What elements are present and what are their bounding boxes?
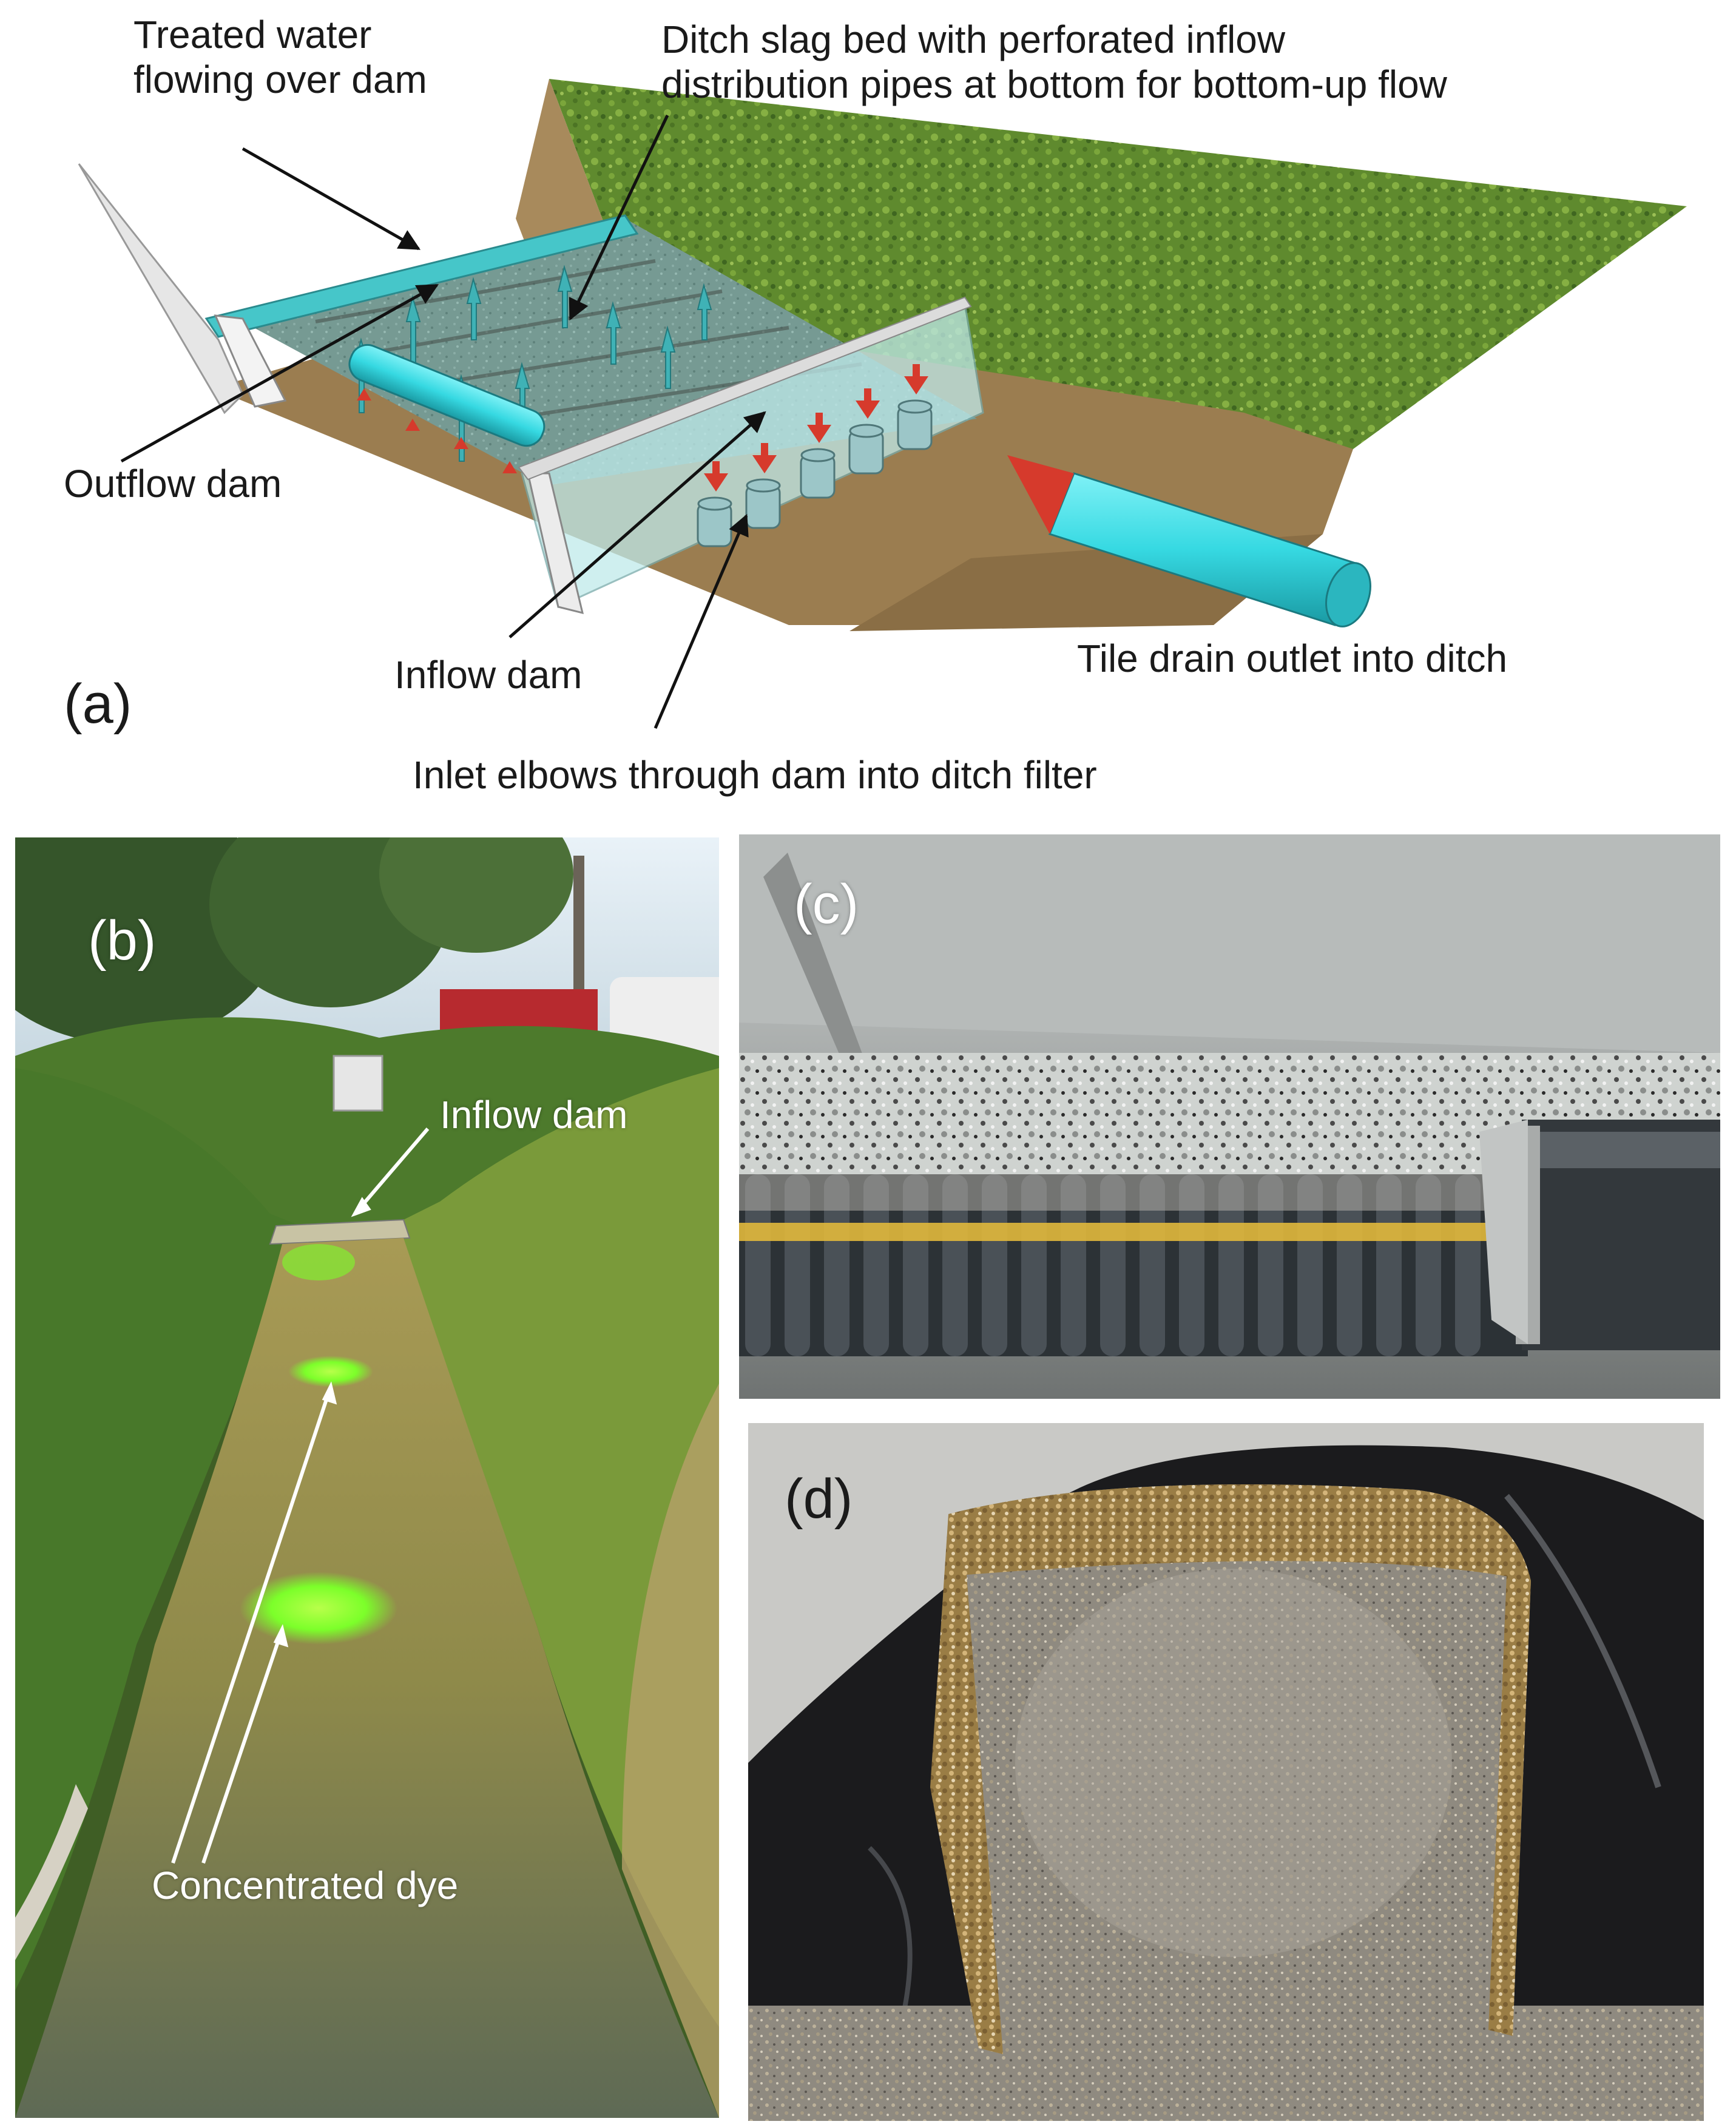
- pipe-ridges: [745, 1174, 1481, 1356]
- label-treated-water-line2: flowing over dam: [133, 58, 427, 101]
- ditch-field-photo: [15, 837, 719, 2118]
- tile-drain-pipe: [1007, 455, 1371, 627]
- grass-slope: [549, 79, 1687, 449]
- label-inflow-dam: Inflow dam: [394, 653, 583, 697]
- inflow-dam-photo: [269, 1219, 411, 1245]
- panel-b-letter: (b): [88, 910, 157, 972]
- label-tile-drain: Tile drain outlet into ditch: [1077, 637, 1508, 680]
- panel-c-photo: (c): [739, 834, 1720, 1399]
- slag-block-photo: [748, 1423, 1704, 2121]
- slag-pipe-photo: [739, 834, 1720, 1399]
- label-outflow-dam: Outflow dam: [64, 462, 282, 506]
- label-ditch-slag-bed: Ditch slag bed with perforated inflow di…: [661, 17, 1447, 107]
- panel-b-photo: (b) Inflow dam Concentrated dye: [15, 837, 719, 2118]
- ditch-filter-diagram: [78, 79, 1687, 729]
- label-concentrated-dye: Concentrated dye: [152, 1864, 459, 1907]
- ditch-water: [15, 1238, 719, 2118]
- panel-d-photo: (d): [748, 1423, 1704, 2121]
- inlet-elbows: [697, 399, 933, 547]
- panel-a-diagram: Treated water flowing over dam Ditch sla…: [0, 0, 1736, 807]
- dye-spot-far: [288, 1356, 373, 1387]
- label-ditch-slag-line1: Ditch slag bed with perforated inflow: [661, 18, 1286, 61]
- distribution-pipe: [348, 343, 545, 447]
- outflow-dam: [204, 214, 639, 338]
- upflow-arrows: [354, 265, 712, 462]
- panel-c-letter: (c): [794, 873, 859, 935]
- label-treated-water: Treated water flowing over dam: [133, 12, 427, 102]
- dye-spot-near: [240, 1572, 397, 1645]
- yellow-stripe: [739, 1223, 1528, 1241]
- label-inlet-elbows: Inlet elbows through dam into ditch filt…: [413, 753, 1097, 797]
- monitoring-box: [333, 1055, 383, 1112]
- label-treated-water-line1: Treated water: [133, 13, 372, 56]
- label-inflow-dam-photo: Inflow dam: [440, 1093, 628, 1137]
- panel-a-letter: (a): [64, 673, 132, 735]
- label-ditch-slag-line2: distribution pipes at bottom for bottom-…: [661, 63, 1447, 106]
- inflow-arrows: [704, 364, 928, 492]
- panel-d-letter: (d): [785, 1468, 853, 1530]
